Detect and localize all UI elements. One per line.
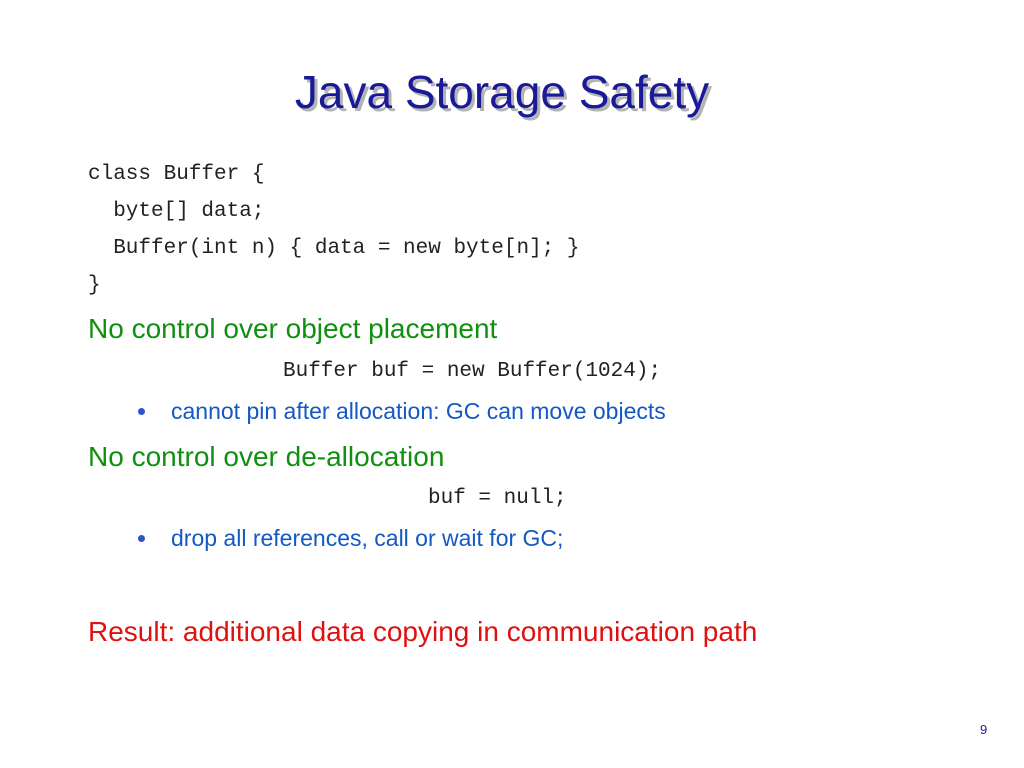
section-heading-deallocation: No control over de-allocation: [88, 441, 445, 472]
code-line-2: byte[] data;: [88, 200, 265, 223]
bullet-item-deallocation: drop all references, call or wait for GC…: [138, 523, 563, 553]
code-line-4: }: [88, 274, 101, 297]
bullet-dot-icon: [138, 407, 145, 415]
code-placement-example: Buffer buf = new Buffer(1024);: [283, 360, 662, 383]
section-heading-placement: No control over object placement: [88, 313, 498, 344]
page-number: 9: [980, 722, 988, 737]
code-line-3: Buffer(int n) { data = new byte[n]; }: [88, 237, 580, 260]
code-line-1: class Buffer {: [88, 163, 265, 186]
bullet-text: drop all references, call or wait for GC…: [171, 524, 564, 551]
bullet-item-placement: cannot pin after allocation: GC can move…: [138, 396, 666, 426]
bullet-text: cannot pin after allocation: GC can move…: [171, 397, 666, 424]
slide-title: Java Storage Safety: [294, 66, 710, 118]
result-statement: Result: additional data copying in commu…: [88, 616, 758, 647]
bullet-dot-icon: [138, 534, 145, 542]
code-deallocation-example: buf = null;: [428, 487, 567, 510]
